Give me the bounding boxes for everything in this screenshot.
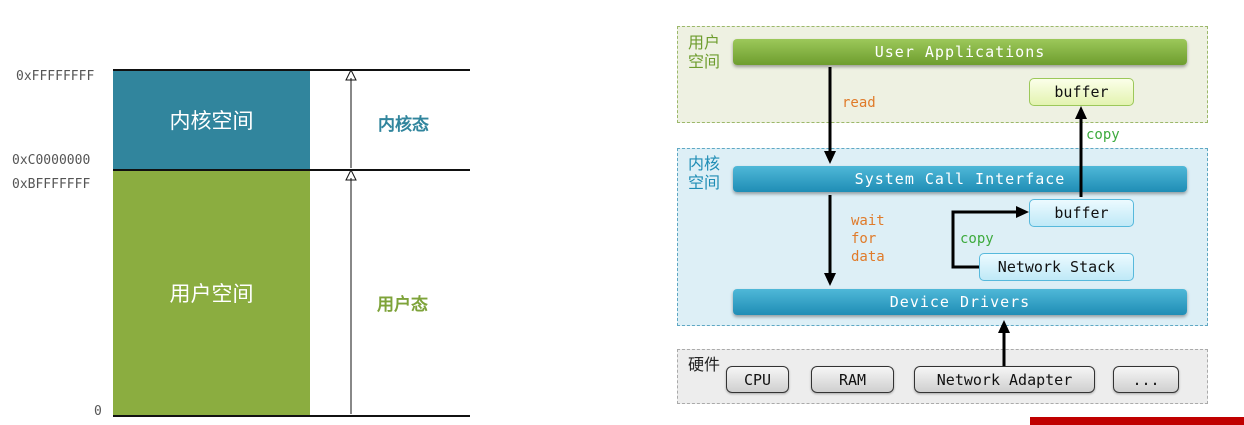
kernel-buffer-box: buffer [1029, 199, 1134, 227]
hardware-network-adapter-label: Network Adapter [936, 370, 1073, 389]
corner-ribbon [1030, 417, 1244, 425]
system-call-interface-label: System Call Interface [854, 170, 1066, 188]
device-drivers-label: Device Drivers [889, 293, 1031, 311]
address-bottom: 0 [94, 404, 102, 419]
user-mode-label: 用户态 [377, 295, 428, 315]
address-kernel-start: 0xC0000000 [12, 153, 91, 168]
boundary-line-middle [113, 169, 470, 171]
network-stack-label: Network Stack [997, 258, 1116, 276]
device-drivers-bar: Device Drivers [733, 289, 1187, 315]
user-zone-label: 用户 空间 [688, 33, 721, 71]
user-buffer-label: buffer [1054, 83, 1109, 101]
kernel-space-label: 内核空间 [169, 109, 254, 133]
hardware-cpu: CPU [726, 366, 789, 393]
kernel-space-block: 内核空间 [113, 70, 310, 170]
kernel-zone-label: 内核 空间 [688, 154, 721, 192]
hardware-network-adapter: Network Adapter [914, 366, 1095, 393]
copy-label-bottom: copy [960, 231, 994, 247]
network-stack-box: Network Stack [979, 253, 1134, 281]
hardware-zone-label: 硬件 [688, 355, 721, 374]
user-buffer-box: buffer [1029, 78, 1134, 106]
boundary-line-top [113, 69, 470, 71]
wait-for-data-label: wait for data [851, 213, 885, 265]
read-label: read [842, 95, 876, 111]
kernel-buffer-label: buffer [1054, 204, 1109, 222]
user-space-block: 用户空间 [113, 170, 310, 416]
kernel-mode-label: 内核态 [378, 115, 429, 135]
user-space-label: 用户空间 [169, 282, 254, 306]
address-user-end: 0xBFFFFFFF [12, 177, 91, 192]
user-applications-bar: User Applications [733, 39, 1187, 65]
boundary-line-bottom [113, 415, 470, 417]
hardware-cpu-label: CPU [743, 370, 772, 389]
address-top: 0xFFFFFFFF [16, 69, 95, 84]
user-applications-label: User Applications [874, 43, 1046, 61]
system-call-interface-bar: System Call Interface [733, 166, 1187, 192]
hardware-ram-label: RAM [838, 370, 867, 389]
mode-arrows [345, 68, 357, 414]
copy-label-top: copy [1086, 127, 1120, 143]
hardware-more-label: ... [1132, 370, 1160, 389]
hardware-ram: RAM [811, 366, 894, 393]
hardware-more: ... [1113, 366, 1179, 393]
